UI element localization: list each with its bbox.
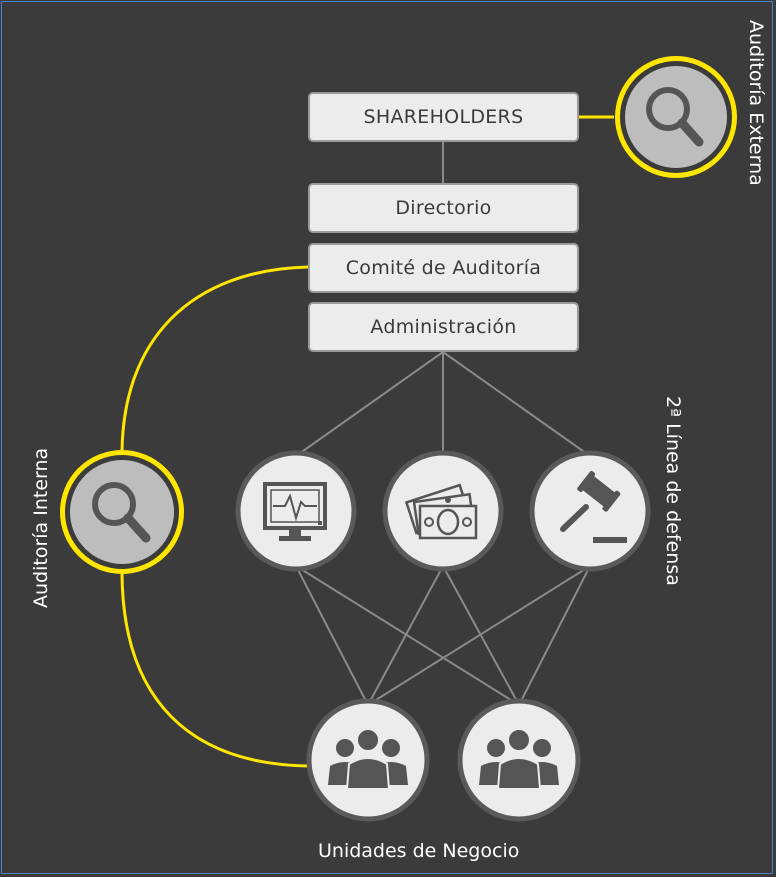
directorio-box: Directorio: [308, 183, 579, 233]
connector-internal-audit-top: [120, 265, 309, 456]
people-group-icon: [306, 698, 430, 822]
money-icon: [382, 450, 504, 572]
comite-auditoria-box: Comité de Auditoría: [308, 243, 579, 293]
connector-internal-audit-bottom: [120, 570, 309, 768]
connectors-admin-second-line: [295, 351, 591, 457]
segunda-linea-label: 2ª Línea de defensa: [662, 396, 684, 586]
monitor-icon: [235, 450, 357, 572]
people-group-icon: [457, 698, 581, 822]
internal-audit-magnifier-icon: [60, 450, 184, 574]
auditoria-externa-label: Auditoría Externa: [745, 20, 767, 186]
connectors-second-line-units: [295, 565, 591, 706]
external-audit-magnifier-icon: [615, 56, 737, 178]
gavel-icon: [529, 450, 651, 572]
auditoria-interna-label: Auditoría Interna: [30, 447, 52, 608]
shareholders-box: SHAREHOLDERS: [308, 92, 579, 142]
unidades-negocio-label: Unidades de Negocio: [318, 840, 520, 862]
administracion-box: Administración: [308, 302, 579, 352]
